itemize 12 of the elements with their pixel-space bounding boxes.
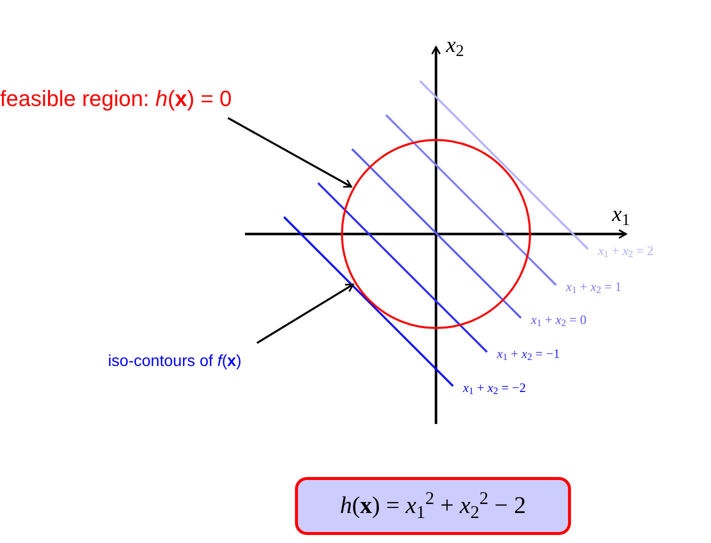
contour-label: x$_{1}$ + x$_{2}$ = 1 — [566, 278, 622, 296]
callout-text: iso-contours of f(x) — [108, 350, 308, 374]
contour-label: x$_{1}$ + x$_{2}$ = 0 — [531, 311, 586, 330]
axis-label: x$_{1}$ — [612, 200, 630, 230]
formula-box: h(x) = x$_{1}$$^{2}$ + x$_{2}$$^{2}$ − 2 — [295, 477, 571, 535]
contour-label: x$_{1}$ + x$_{2}$ = −2 — [463, 379, 526, 398]
leader-arrow — [256, 284, 354, 344]
axis-label: x$_{2}$ — [446, 31, 464, 61]
leader-arrow — [228, 117, 352, 188]
contour-label: x$_{1}$ + x$_{2}$ = −1 — [497, 345, 560, 364]
callout-text: feasible region: h(x) = 0 — [0, 82, 310, 116]
contour-label: x$_{1}$ + x$_{2}$ = 2 — [598, 242, 654, 260]
